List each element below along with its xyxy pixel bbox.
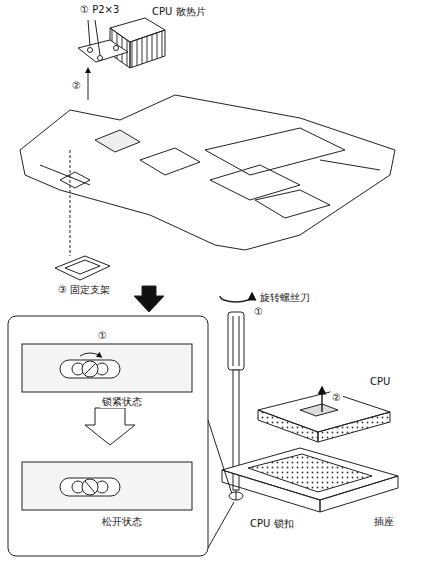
part-name: CPU <box>368 376 392 388</box>
part-name: 插座 <box>372 516 396 528</box>
state-label: 锁紧状态 <box>100 396 144 408</box>
fixing-bracket <box>55 150 110 280</box>
motherboard <box>20 95 395 250</box>
callout-number: ① <box>96 330 109 342</box>
cpu <box>258 390 390 442</box>
state-label: 松开状态 <box>100 516 144 528</box>
screwdriver <box>220 296 252 490</box>
part-name: CPU 散热片 <box>150 6 208 18</box>
callout-number: ② <box>70 80 83 92</box>
part-name: CPU 锁扣 <box>248 518 296 530</box>
inset-panel <box>8 316 208 556</box>
callout-number: ① <box>252 306 265 318</box>
callout-number: ① P2×3 <box>78 4 121 16</box>
cpu-socket <box>222 448 398 512</box>
step-arrow <box>134 286 164 312</box>
callout-number: ② <box>330 392 343 404</box>
heatsink <box>78 18 165 68</box>
part-name: ③ 固定支架 <box>56 284 112 296</box>
action-label: 旋转螺丝刀 <box>258 292 312 304</box>
